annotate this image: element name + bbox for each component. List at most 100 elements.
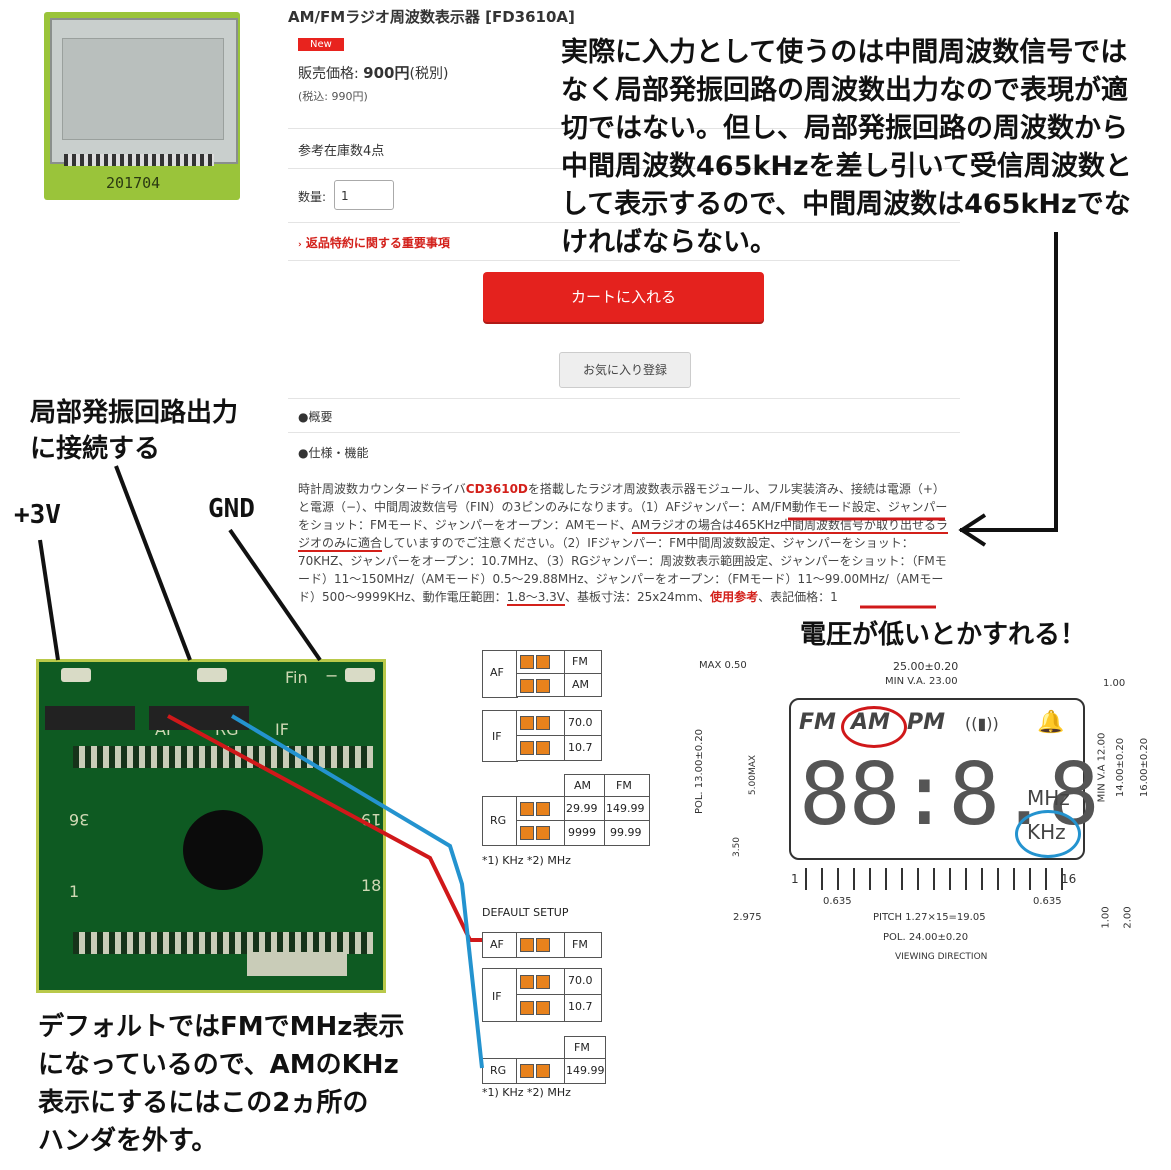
- dim-max: MAX 0.50: [699, 660, 747, 671]
- default-line3: 表示にするにはこの2ヵ所の: [38, 1088, 369, 1118]
- add-to-cart-button[interactable]: カートに入れる: [483, 272, 764, 322]
- divider: [288, 128, 960, 129]
- chip-link[interactable]: CD3610D: [465, 482, 528, 496]
- lcd-mhz: MHz: [1027, 786, 1070, 810]
- jt-default-title: DEFAULT SETUP: [482, 906, 569, 919]
- dt-rg-value: 149.99: [566, 1064, 605, 1077]
- jt-rg-fm-short: 149.99: [606, 802, 645, 815]
- jt-am: AM: [572, 678, 590, 691]
- khz-highlight: [1015, 810, 1081, 858]
- pcb-fin-label: Fin: [285, 668, 308, 687]
- default-line4: ハンダを外す。: [38, 1126, 218, 1156]
- usage-link[interactable]: 使用参考: [710, 590, 759, 604]
- pad-minus: [345, 668, 375, 682]
- stock-text: 参考在庫数4点: [298, 144, 385, 159]
- plus3v-label: +3V: [14, 500, 61, 530]
- pcb-pin18-label: 18: [361, 876, 382, 895]
- desc-text: 、表記価格：1: [758, 590, 838, 604]
- voltage-annotation: 電圧が低いとかすれる！: [800, 620, 1087, 650]
- product-description: 時計周波数カウンタードライバCD3610Dを搭載したラジオ周波数表示器モジュール…: [298, 480, 950, 606]
- dim-0635b: 0.635: [1033, 896, 1062, 907]
- dt-footnote: *1) KHz *2) MHz: [482, 1086, 571, 1099]
- osc-line: [114, 465, 192, 661]
- dim-pitch: PITCH 1.27×15=19.05: [873, 912, 986, 923]
- dim-pin1: 1: [791, 872, 799, 886]
- default-line1: デフォルトではFMでMHz表示: [38, 1012, 405, 1042]
- chevron-right-icon: ›: [298, 240, 302, 250]
- default-setup-table: DEFAULT SETUP AF FM IF 70.0 10.7 FM RG 1…: [482, 904, 662, 1104]
- crystal: [247, 952, 347, 976]
- dt-af: AF: [490, 938, 504, 951]
- bell-icon: 🔔: [1037, 710, 1065, 735]
- jt-rg: RG: [490, 814, 507, 827]
- jt-rg-fm-head: FM: [616, 779, 632, 792]
- jt-rg-am-head: AM: [574, 779, 592, 792]
- section-overview[interactable]: ●概要: [298, 410, 333, 424]
- favorite-button[interactable]: お気に入り登録: [559, 352, 691, 388]
- dt-if-107: 10.7: [568, 1000, 593, 1013]
- return-policy-label: 返品特約に関する重要事項: [305, 236, 450, 250]
- plus3v-line: [38, 539, 60, 661]
- if-arrow-line: [960, 232, 1058, 532]
- gnd-label: GND: [208, 494, 255, 524]
- quantity-input[interactable]: 1: [334, 180, 394, 210]
- pcb-if-label: IF: [275, 720, 289, 739]
- dt-fm: FM: [572, 938, 588, 951]
- dt-rg: RG: [490, 1064, 507, 1077]
- dim-pin16: 16: [1061, 872, 1077, 886]
- photo-code: 201704: [106, 174, 161, 192]
- divider: [288, 432, 960, 433]
- pin-row-bottom: [73, 932, 373, 954]
- dim-2975: 2.975: [733, 912, 762, 923]
- cob-chip: [183, 810, 263, 890]
- jt-af: AF: [490, 666, 504, 679]
- dim-right-gap: 1.00: [1103, 678, 1126, 689]
- desc-text: を搭載したラジオ周波数表示器モジュール、フル実装済み、接続は電源（+）と電源（−…: [298, 482, 948, 532]
- divider: [288, 168, 960, 169]
- return-policy-link[interactable]: › 返品特約に関する重要事項: [298, 234, 450, 251]
- tax-included: (税込: 990円): [298, 90, 368, 103]
- dim-pol24: POL. 24.00±0.20: [883, 932, 969, 943]
- lcd-pm: PM: [907, 710, 946, 735]
- lcd-product-photo: 201704: [44, 12, 240, 200]
- dt-if-70: 70.0: [568, 974, 593, 987]
- gnd-line: [228, 528, 322, 662]
- pcb-minus-label: −: [325, 666, 339, 685]
- price-value: 900円: [363, 64, 410, 82]
- lcd-glass: [50, 18, 238, 164]
- price-label: 販売価格:: [298, 66, 359, 82]
- dim-width: 25.00±0.20: [893, 660, 959, 673]
- pad-fin: [197, 668, 227, 682]
- divider: [288, 260, 960, 261]
- jumper-pads: [45, 706, 135, 730]
- arrow-head-icon: [958, 513, 987, 547]
- desc-underlined: AMラジオの場合は465KHz中間周波数信号が取り出せるラジオのみに適合: [298, 518, 948, 552]
- desc-voltage: 1.8〜3.3V: [506, 590, 566, 606]
- section-spec[interactable]: ●仕様・機能: [298, 446, 369, 460]
- jumper-table: AF FM AM IF 70.0 10.7 AM FM RG 29.99 149…: [482, 650, 662, 880]
- af-red-line: [167, 714, 482, 942]
- if-annotation: 実際に入力として使うのは中間周波数信号ではなく局部発振回路の周波数出力なので表現…: [561, 37, 1132, 258]
- desc-text: 時計周波数カウンタードライバ: [298, 482, 466, 496]
- jt-if: IF: [492, 730, 502, 743]
- viewing-direction: VIEWING DIRECTION: [895, 952, 988, 962]
- lcd-pins: [805, 868, 1065, 890]
- default-line2: になっているので、AMのKHz: [38, 1050, 399, 1080]
- default-annotation: デフォルトではFMでMHz表示 になっているので、AMのKHz 表示にするにはこ…: [38, 1008, 404, 1160]
- jt-rg-am-open: 9999: [568, 826, 596, 839]
- divider: [288, 398, 960, 399]
- dim-0635a: 0.635: [823, 896, 852, 907]
- jt-if-107: 10.7: [568, 741, 593, 754]
- desc-text: していますのでご注意ください。（2）IFジャンパー：FM中間周波数設定、ジャンパ…: [298, 536, 947, 604]
- jt-rg-fm-open: 99.99: [610, 826, 642, 839]
- dt-if: IF: [492, 990, 502, 1003]
- lcd-outline: [789, 698, 1085, 860]
- dt-rg-fm-head: FM: [574, 1041, 590, 1054]
- price-tax: (税別): [409, 66, 449, 82]
- lcd-fm: FM: [799, 710, 836, 735]
- pcb-pin1-label: 1: [69, 882, 80, 901]
- jt-if-70: 70.0: [568, 716, 593, 729]
- new-badge: New: [298, 38, 344, 51]
- pin-row-top: [73, 746, 373, 768]
